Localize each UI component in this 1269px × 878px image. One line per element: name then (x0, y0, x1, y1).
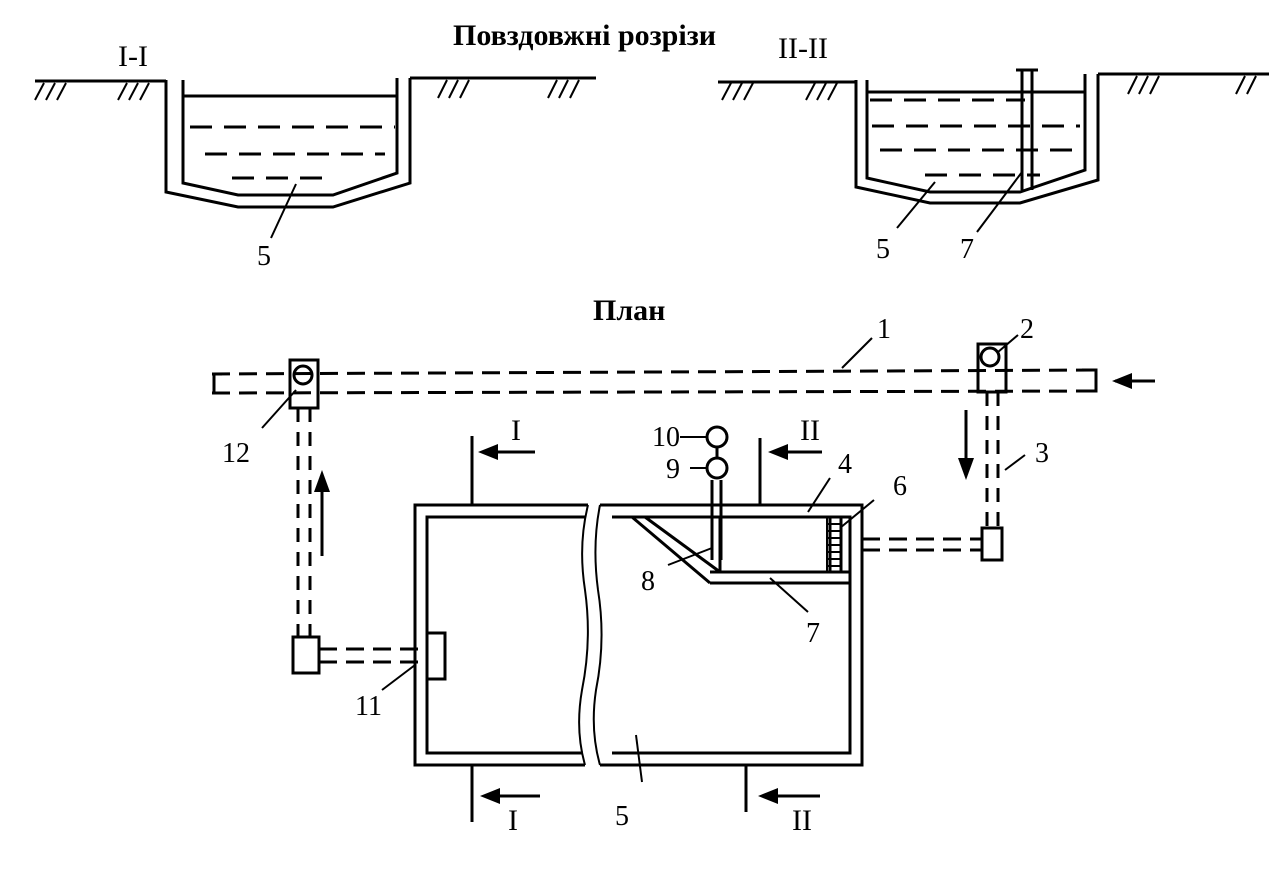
callout-12: 12 (222, 438, 250, 469)
cut-label-bottom-left: I (508, 804, 518, 837)
outlet-well (291, 635, 321, 675)
flow-in-arrow (1112, 373, 1155, 389)
cut-label-top-right: II (800, 414, 820, 447)
cut-marker-bottom-left: I (470, 765, 540, 837)
ground-hatch-1 (34, 79, 580, 101)
callout-10: 10 (652, 422, 680, 453)
cut-marker-bottom-right: II (744, 765, 820, 837)
callout-5: 5 (615, 801, 629, 832)
callout-4: 4 (838, 449, 852, 480)
flow-up-arrow (314, 470, 330, 556)
section-2-2: II-II 5 7 (718, 32, 1269, 265)
plan-view: 2 1 3 12 (211, 314, 1155, 832)
valve-9 (705, 456, 729, 480)
section-1-1: I-I 5 (34, 40, 596, 272)
cut-label-top-left: I (511, 414, 521, 447)
callout-6: 6 (893, 471, 907, 502)
callout-9: 9 (666, 454, 680, 485)
callout-1: 1 (877, 314, 891, 345)
well-12 (288, 358, 320, 410)
callout-11: 11 (355, 691, 382, 722)
callout-3: 3 (1035, 438, 1049, 469)
cut-label-bottom-right: II (792, 804, 812, 837)
basin-plan (413, 503, 864, 767)
well-2 (976, 342, 1008, 394)
section-1-label: I-I (118, 40, 148, 73)
valve-10 (705, 425, 729, 449)
plan-title: План (593, 294, 665, 327)
section-2-label: II-II (778, 32, 828, 65)
callout-2: 2 (1020, 314, 1034, 345)
cut-marker-top-left: I (470, 414, 535, 505)
section-1-callout-5: 5 (257, 241, 271, 272)
section-2-callout-7: 7 (960, 234, 974, 265)
inlet-chamber (980, 526, 1004, 562)
flow-down-arrow (958, 410, 974, 480)
supply-pipe-1 (211, 368, 1101, 395)
cut-marker-top-right: II (758, 414, 822, 505)
standpipe-valves (680, 425, 729, 560)
sections-title: Повздовжні розрізи (453, 19, 716, 52)
ground-hatch-2 (721, 75, 1257, 101)
outlet-11 (425, 631, 447, 681)
callout-8: 8 (641, 566, 655, 597)
section-2-callout-5: 5 (876, 234, 890, 265)
distribution-chamber-4 (710, 515, 850, 585)
callout-7: 7 (806, 618, 820, 649)
